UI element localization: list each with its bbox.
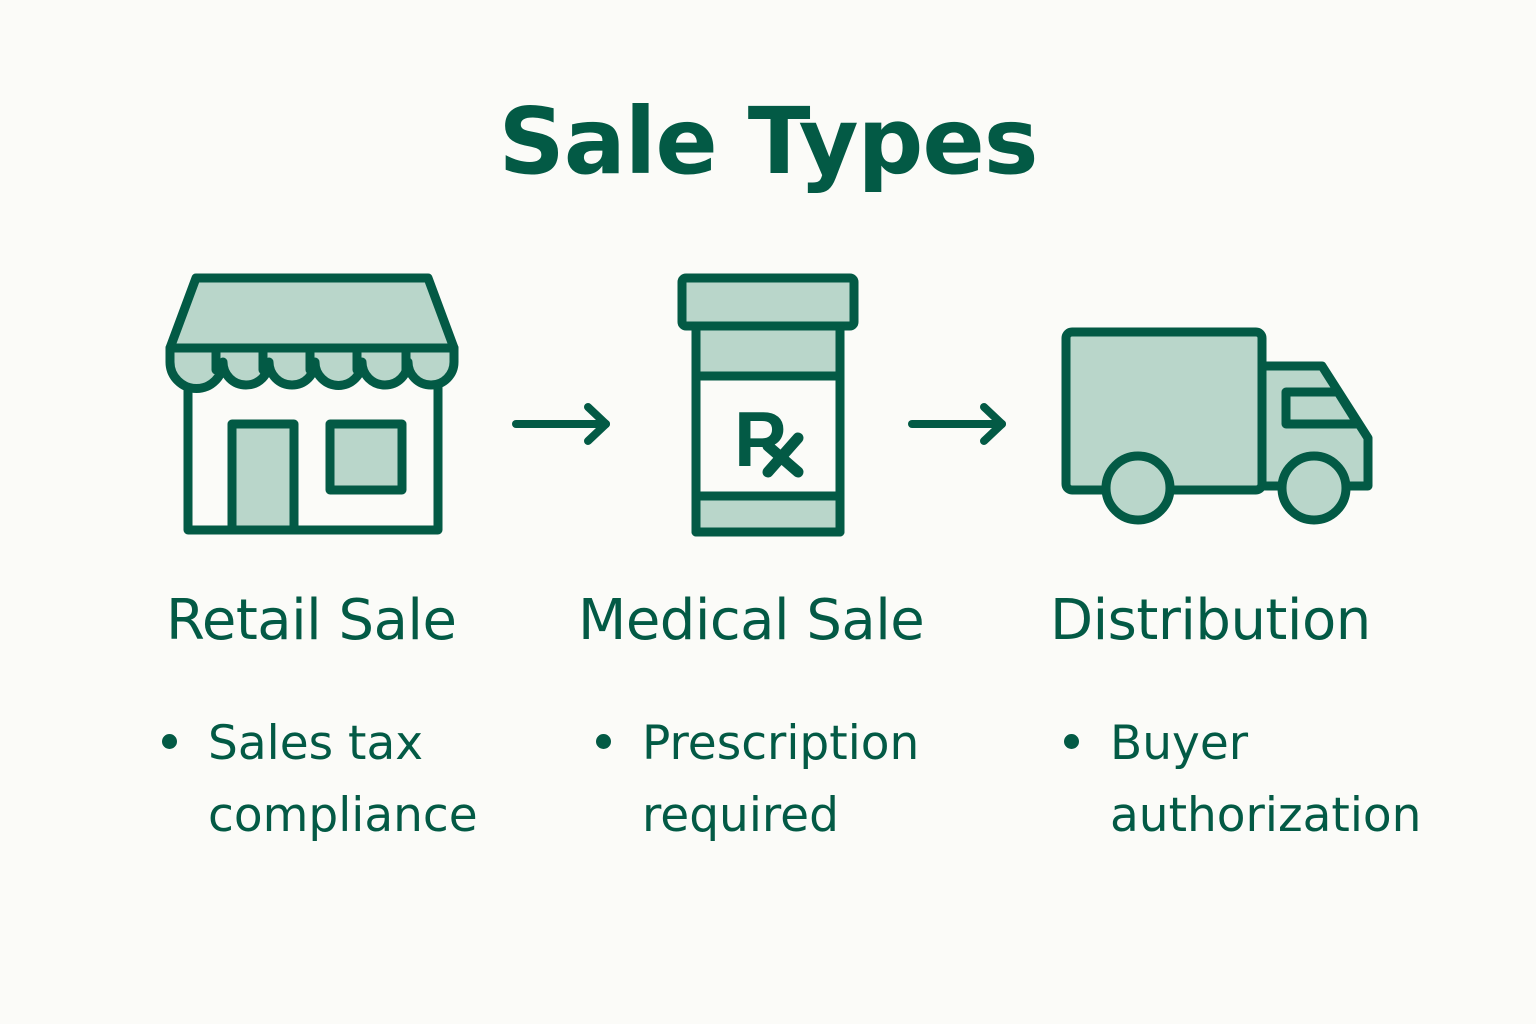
storefront-icon xyxy=(164,273,460,538)
retail-bullet-line-2: compliance xyxy=(208,788,478,843)
diagram-title: Sale Types xyxy=(498,88,1038,195)
rx-symbol: P xyxy=(734,395,786,483)
medical-sale-label: Medical Sale xyxy=(578,588,925,653)
bullet-dot-icon xyxy=(1064,734,1079,749)
medical-bullet-line-1: Prescription xyxy=(642,716,920,771)
arrow-right-icon xyxy=(906,403,1010,449)
distribution-bullet-line-1: Buyer xyxy=(1110,716,1249,771)
delivery-truck-icon xyxy=(1060,326,1376,526)
bullet-dot-icon xyxy=(162,734,177,749)
distribution-label: Distribution xyxy=(1050,588,1371,653)
prescription-bottle-icon: P xyxy=(676,273,860,538)
distribution-bullet-line-2: authorization xyxy=(1110,788,1422,843)
retail-bullet-line-1: Sales tax xyxy=(208,716,424,771)
retail-sale-label: Retail Sale xyxy=(166,588,457,653)
arrow-right-icon xyxy=(510,403,614,449)
medical-bullet-line-2: required xyxy=(642,788,839,843)
bullet-dot-icon xyxy=(596,734,611,749)
